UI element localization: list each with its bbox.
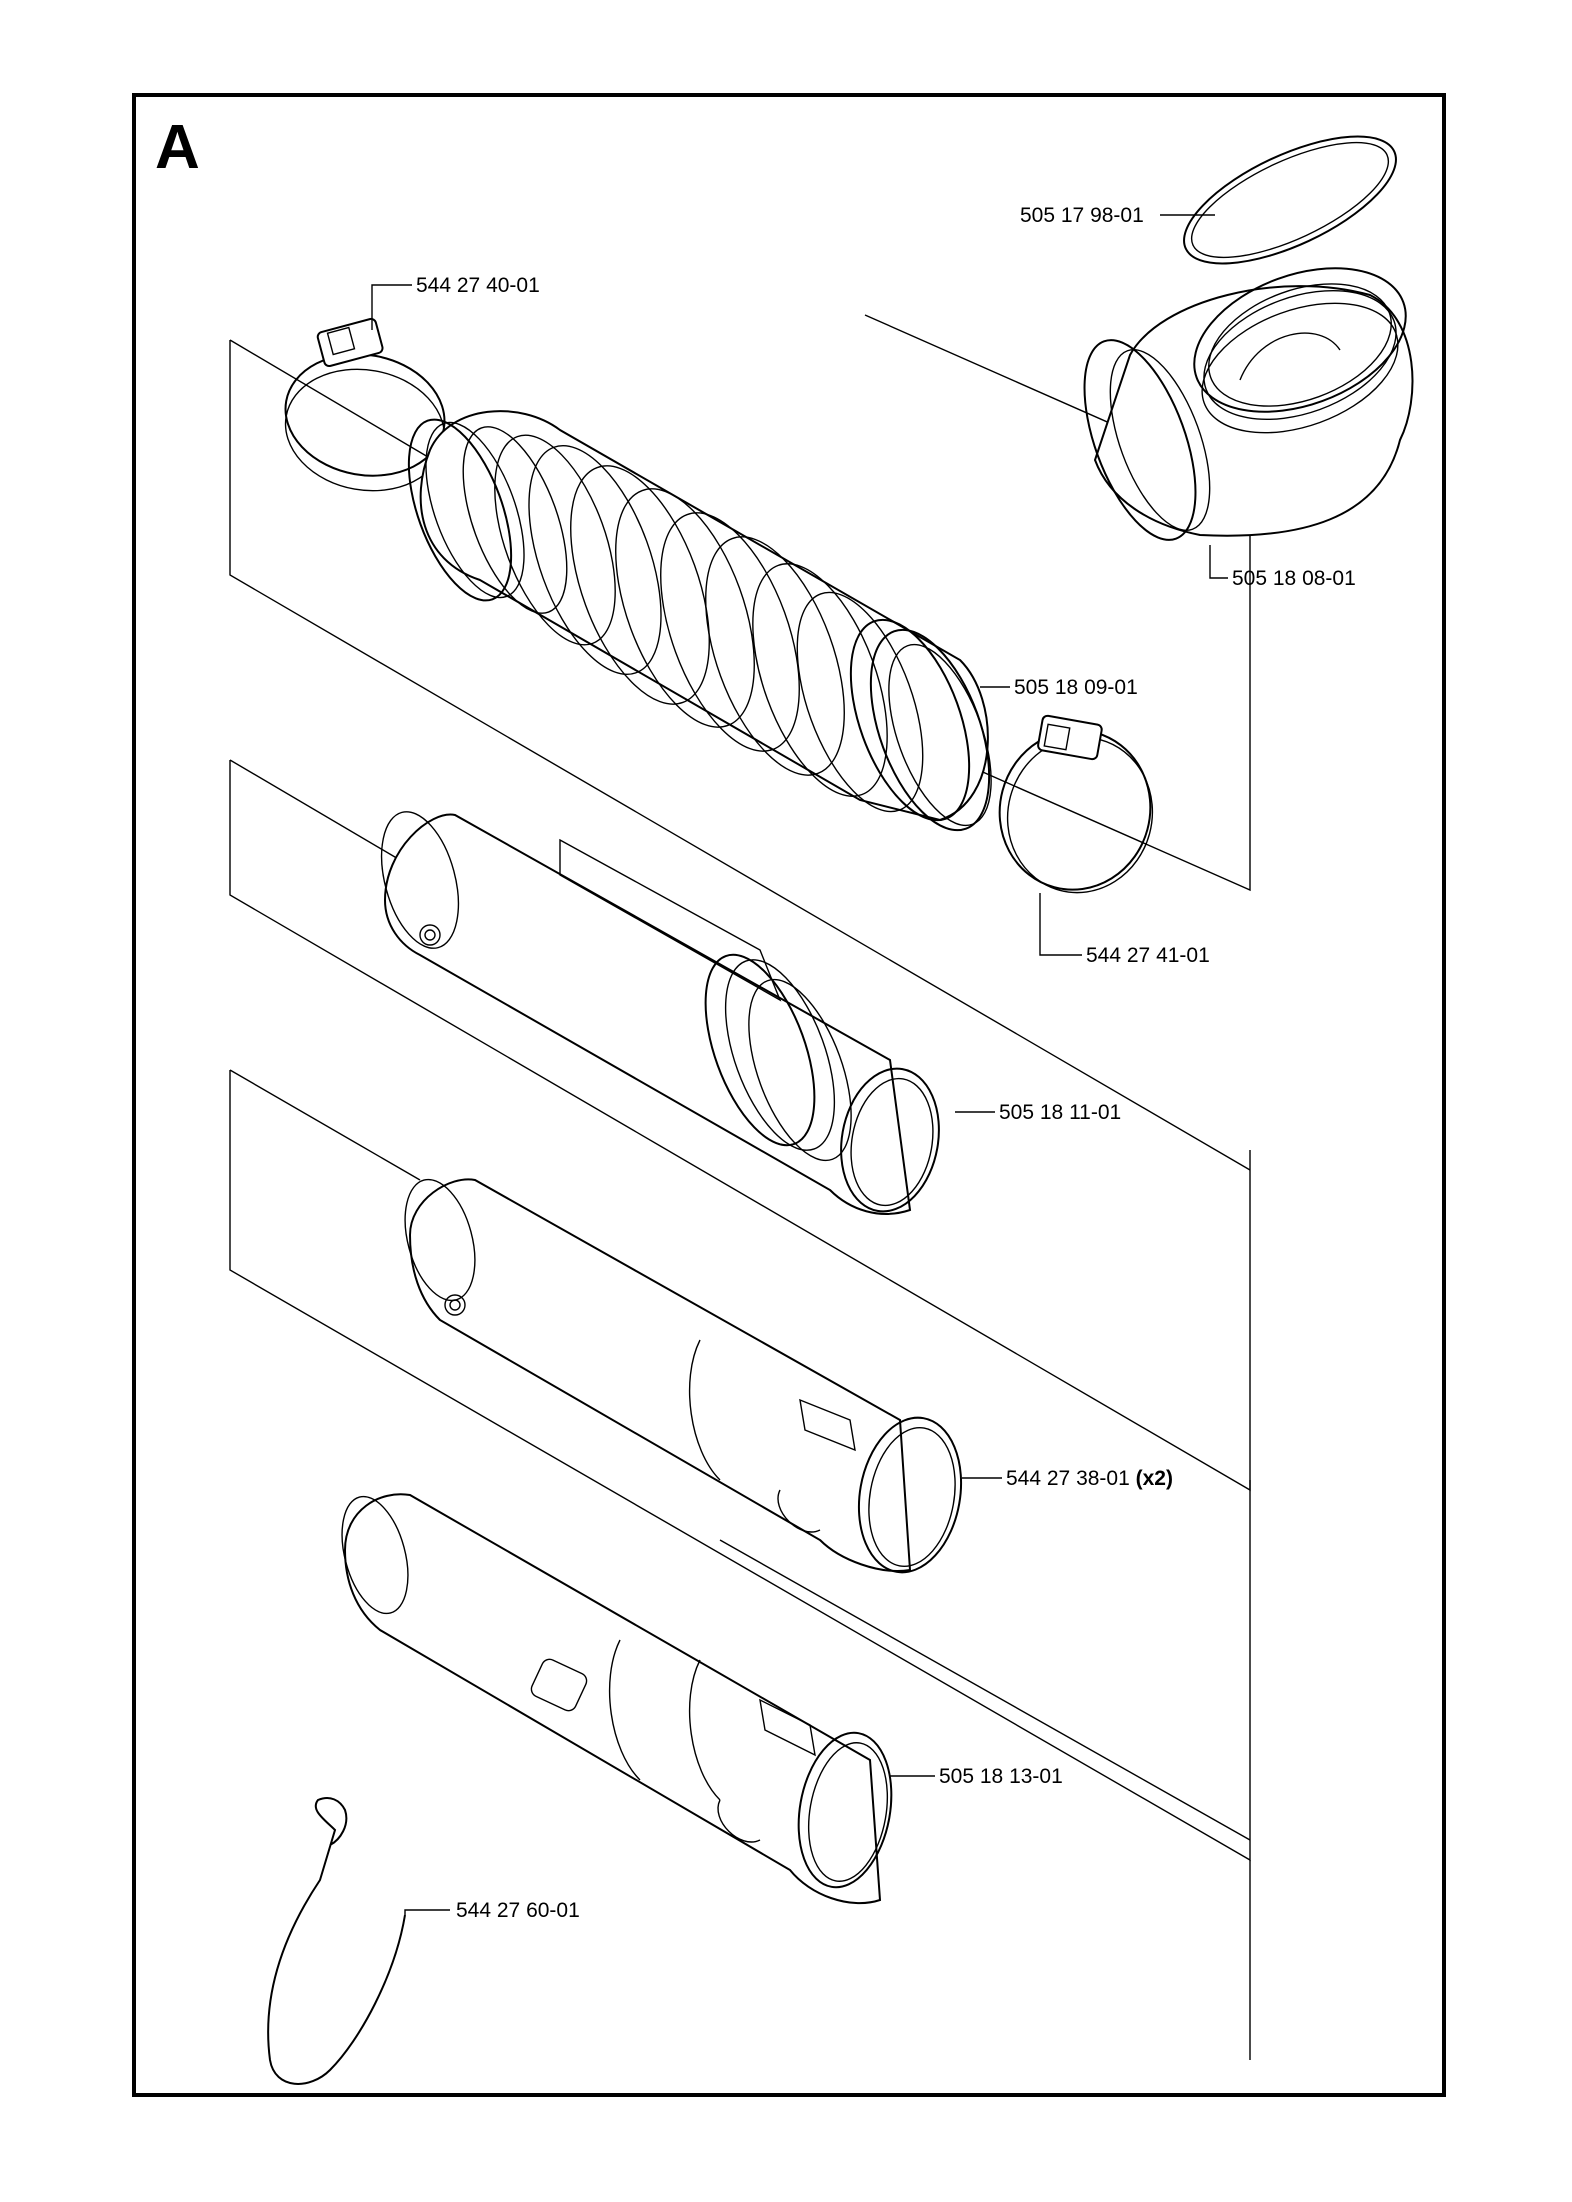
part-label-clamp-bottom: 544 27 41-01 — [1086, 944, 1210, 967]
assembly-planes — [229, 314, 1251, 2060]
part-label-tube-2: 544 27 38-01 (x2) — [1006, 1467, 1173, 1490]
hose-clamp-bottom-part — [998, 714, 1154, 894]
part-label-elbow: 505 18 08-01 — [1232, 567, 1356, 590]
o-ring-part — [1183, 135, 1397, 265]
part-label-wire-clip: 544 27 60-01 — [456, 1899, 580, 1922]
part-qty-tube-2: (x2) — [1136, 1467, 1173, 1490]
elbow-part — [1083, 267, 1414, 541]
part-number-tube-2: 544 27 38-01 — [1006, 1467, 1130, 1490]
tube-2-part — [404, 1178, 963, 1574]
nozzle-part — [341, 1493, 893, 1905]
part-label-bellows: 505 18 09-01 — [1014, 676, 1138, 699]
leader-lines — [371, 214, 1228, 1915]
diagram-frame — [132, 93, 1446, 2097]
part-labels: 505 17 98-01 544 27 40-01 505 18 08-01 5… — [416, 204, 1356, 1922]
section-letter: A — [155, 113, 200, 182]
part-label-nozzle: 505 18 13-01 — [939, 1765, 1063, 1788]
wire-clip-part — [267, 1797, 406, 2085]
bellows-part — [407, 410, 992, 832]
tube-1-part — [380, 811, 940, 1215]
part-label-clamp-top: 544 27 40-01 — [416, 274, 540, 297]
part-label-ring: 505 17 98-01 — [1020, 204, 1144, 227]
part-label-tube-1: 505 18 11-01 — [999, 1101, 1121, 1124]
